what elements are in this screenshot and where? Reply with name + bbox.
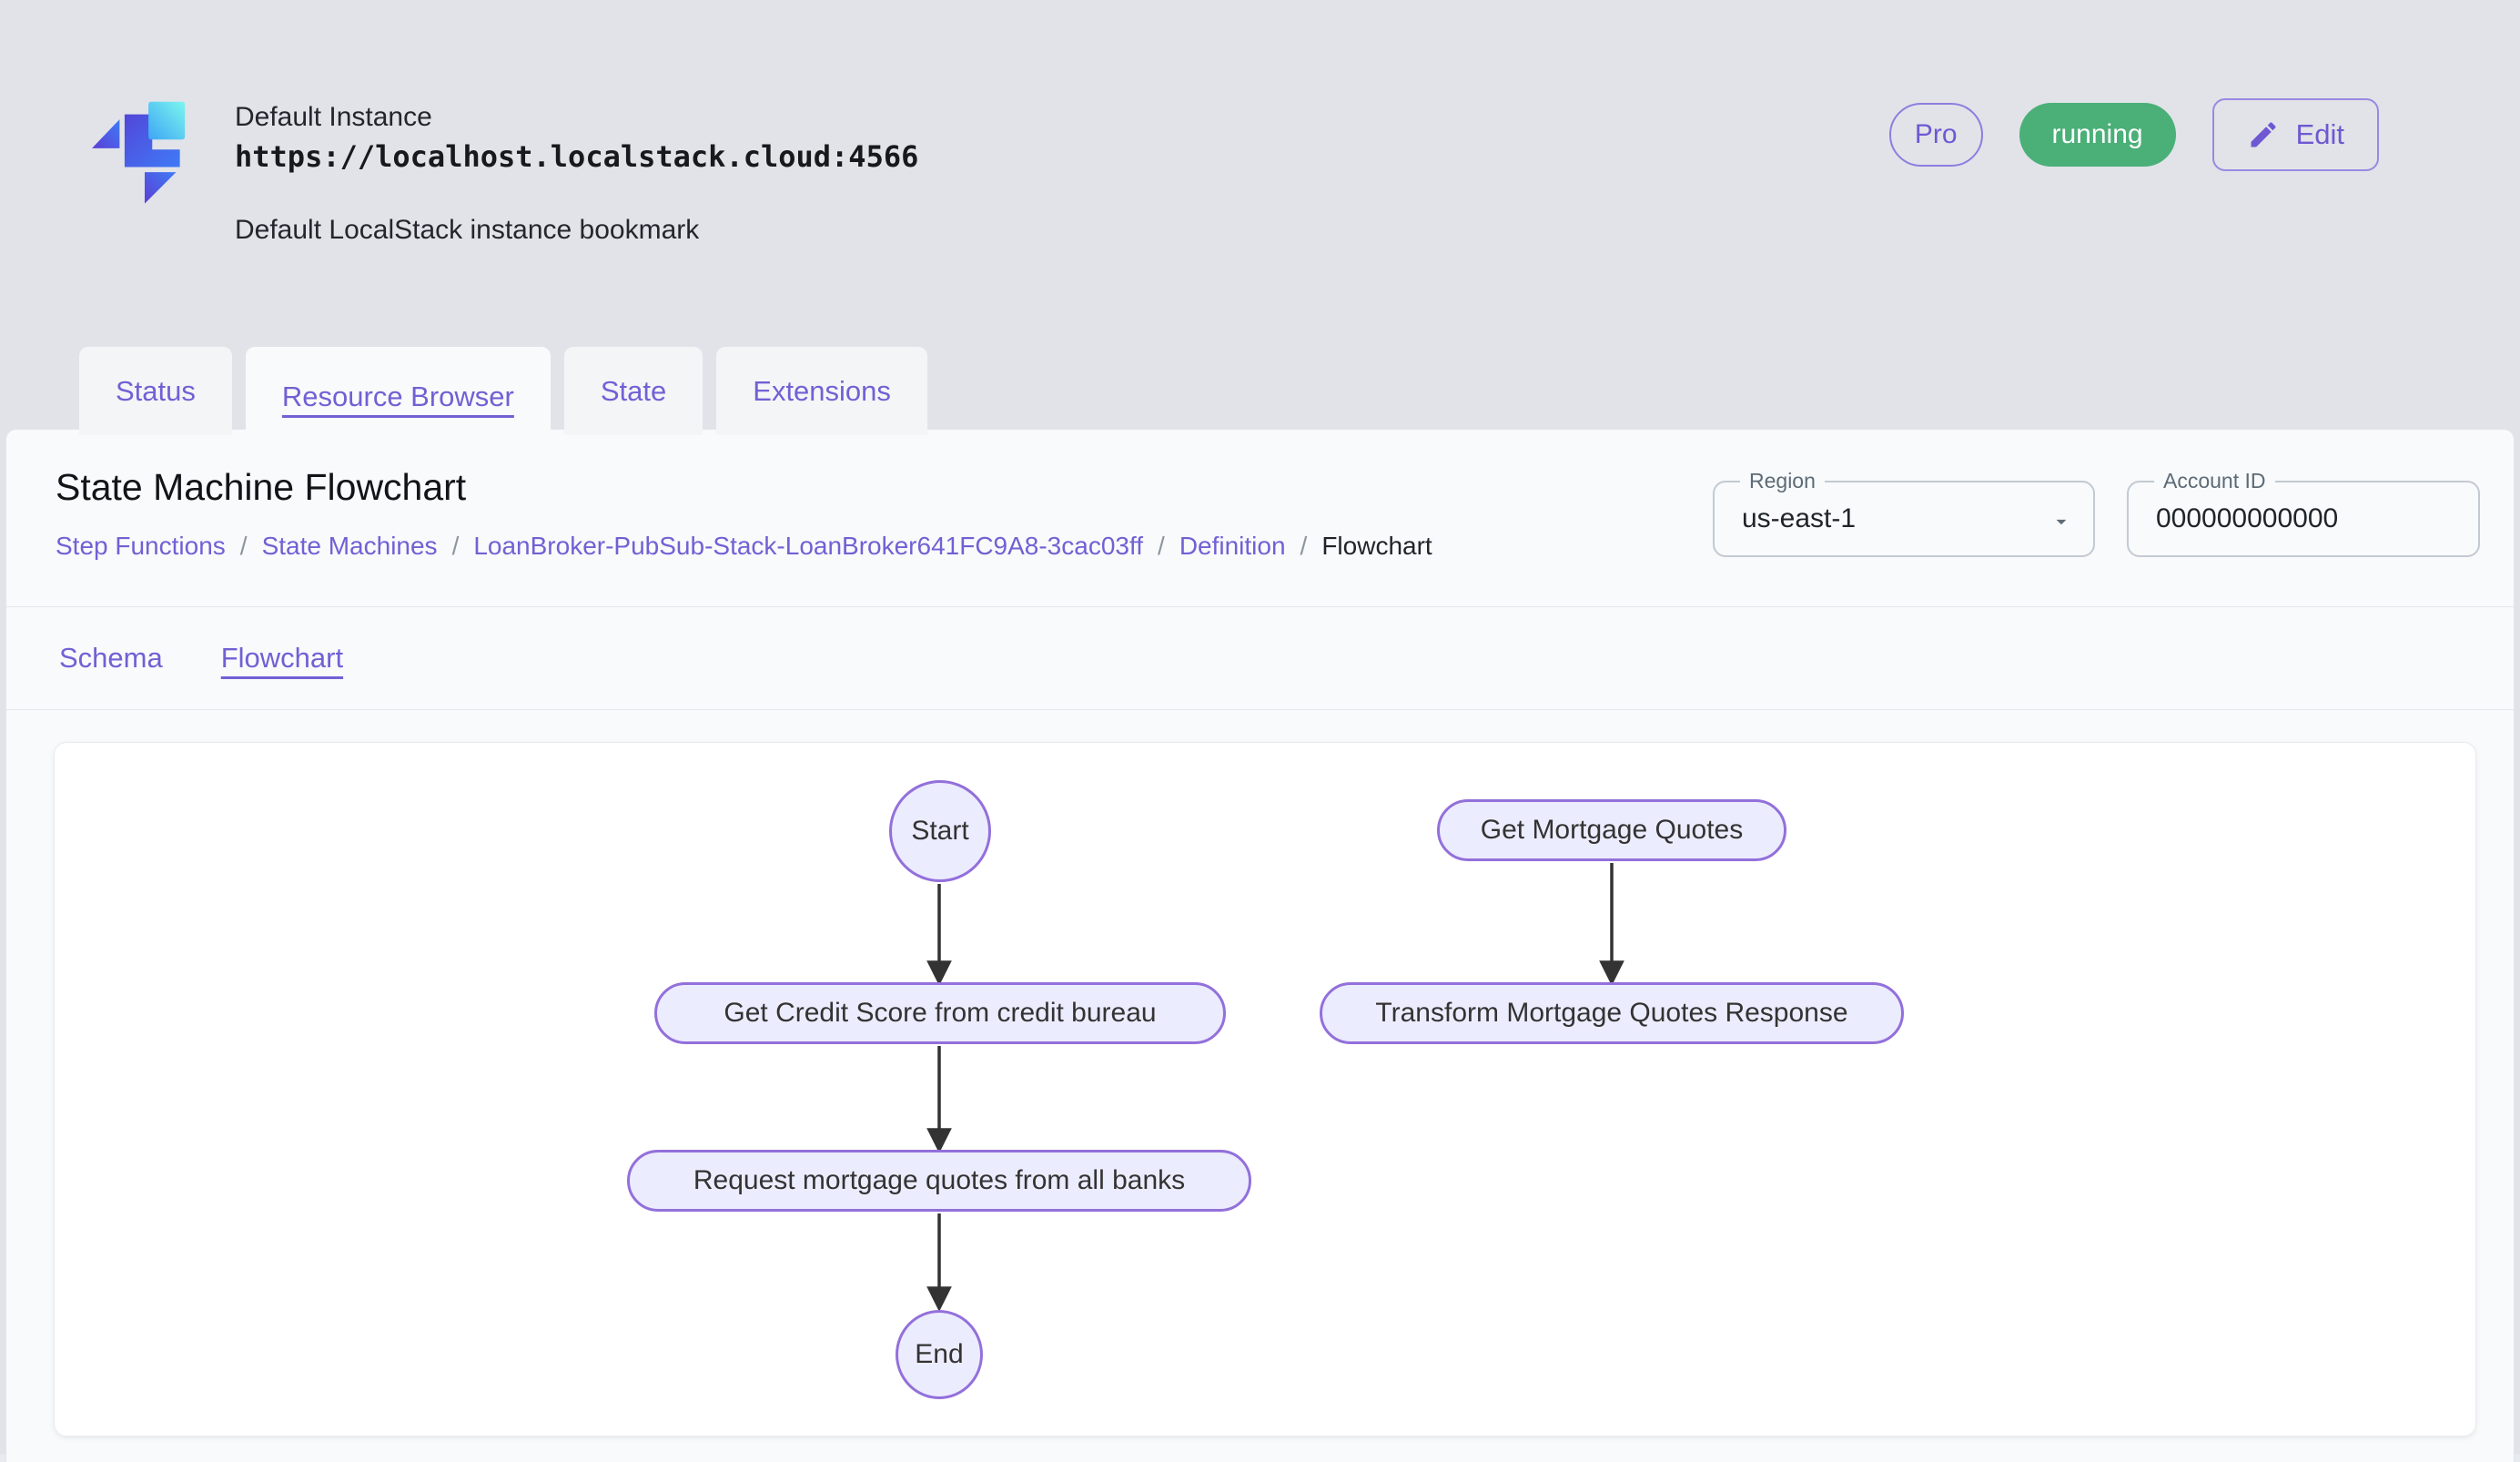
breadcrumb-current: Flowchart	[1321, 532, 1432, 560]
header: Default Instance https://localhost.local…	[0, 0, 2520, 447]
breadcrumb-definition[interactable]: Definition	[1179, 532, 1286, 560]
tab-label: State	[600, 374, 667, 407]
instance-description: Default LocalStack instance bookmark	[235, 215, 700, 245]
flow-node-start[interactable]: Start	[889, 780, 991, 882]
region-value: us-east-1	[1742, 503, 1857, 533]
flow-node-request-mortgage-quotes[interactable]: Request mortgage quotes from all banks	[627, 1150, 1251, 1212]
breadcrumb: Step Functions / State Machines / LoanBr…	[56, 532, 1432, 561]
flow-node-transform-mortgage-quotes-response[interactable]: Transform Mortgage Quotes Response	[1320, 982, 1904, 1044]
pencil-icon	[2251, 122, 2276, 147]
breadcrumb-step-functions[interactable]: Step Functions	[56, 532, 226, 560]
breadcrumb-separator: /	[451, 532, 460, 560]
flow-arrowhead	[926, 1128, 952, 1153]
tab-label: Status	[116, 374, 196, 407]
tab-resource-browser[interactable]: Resource Browser	[245, 347, 551, 447]
instance-info: Default Instance https://localhost.local…	[235, 98, 918, 246]
subtab-flowchart[interactable]: Flowchart	[220, 642, 344, 674]
flow-arrowhead	[926, 960, 952, 986]
breadcrumb-state-machines[interactable]: State Machines	[261, 532, 438, 560]
chevron-down-icon	[2056, 519, 2067, 525]
flow-arrowhead	[926, 1286, 952, 1312]
status-badge: running	[2019, 103, 2176, 167]
breadcrumb-separator: /	[239, 532, 248, 560]
instance-name: Default Instance	[235, 102, 432, 132]
account-id-field: Account ID	[2127, 468, 2480, 557]
account-id-input[interactable]	[2156, 482, 2447, 555]
divider	[6, 606, 2514, 607]
flow-node-get-mortgage-quotes[interactable]: Get Mortgage Quotes	[1437, 799, 1786, 861]
breadcrumb-separator: /	[1300, 532, 1308, 560]
localstack-logo-icon	[92, 101, 186, 204]
edit-button-label: Edit	[2295, 118, 2344, 150]
pro-badge: Pro	[1888, 103, 1983, 167]
header-actions: Pro running Edit	[1888, 98, 2379, 171]
tab-bar: Status Resource Browser State Extensions	[79, 347, 927, 447]
flow-node-end[interactable]: End	[896, 1310, 983, 1399]
region-label: Region	[1740, 468, 1825, 493]
divider	[6, 709, 2514, 710]
flow-node-get-credit-score[interactable]: Get Credit Score from credit bureau	[654, 982, 1226, 1044]
definition-subtabs: Schema Flowchart	[6, 607, 2514, 709]
subtab-schema[interactable]: Schema	[59, 642, 163, 674]
flowchart-canvas: Start Get Mortgage Quotes Get Credit Sco…	[54, 742, 2476, 1437]
tab-status[interactable]: Status	[79, 347, 232, 435]
flow-arrowhead	[1599, 960, 1624, 986]
edit-button[interactable]: Edit	[2211, 98, 2379, 171]
resource-browser-panel: State Machine Flowchart Step Functions /…	[5, 429, 2515, 1462]
panel-header: State Machine Flowchart Step Functions /…	[6, 430, 2514, 606]
breadcrumb-separator: /	[1158, 532, 1165, 560]
tab-extensions[interactable]: Extensions	[716, 347, 927, 435]
instance-url: https://localhost.localstack.cloud:4566	[235, 139, 919, 174]
region-select[interactable]: Region us-east-1	[1713, 468, 2095, 557]
flowchart-edges	[926, 863, 1624, 1312]
page-title: State Machine Flowchart	[56, 466, 467, 508]
tab-label: Extensions	[753, 374, 891, 407]
breadcrumb-state-machine-name[interactable]: LoanBroker-PubSub-Stack-LoanBroker641FC9…	[473, 532, 1144, 560]
tab-state[interactable]: State	[563, 347, 703, 435]
tab-label: Resource Browser	[281, 381, 514, 412]
